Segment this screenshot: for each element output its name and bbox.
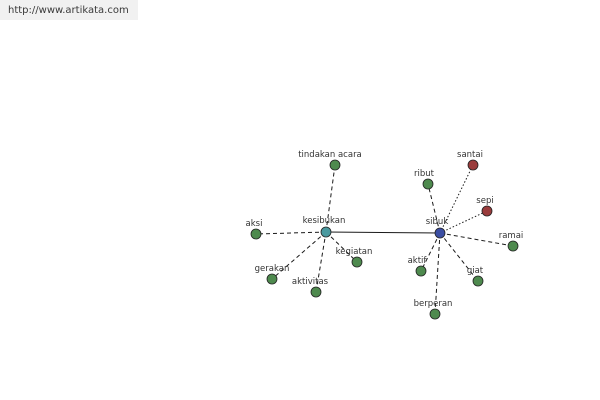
edge-sibuk-ribut — [427, 183, 441, 234]
node-ramai[interactable] — [507, 240, 519, 252]
node-santai[interactable] — [467, 159, 479, 171]
node-giat[interactable] — [472, 275, 484, 287]
edge-sibuk-giat — [439, 232, 479, 282]
edge-sibuk-ramai — [439, 232, 514, 247]
node-aksi[interactable] — [250, 228, 262, 240]
node-label-sepi: sepi — [476, 196, 493, 206]
node-label-giat: giat — [467, 266, 484, 276]
edge-kesibukan-aktivitas — [315, 231, 327, 293]
node-label-tindakan-acara: tindakan acara — [298, 150, 362, 160]
node-aktif[interactable] — [415, 265, 427, 277]
edge-kesibukan-sibuk — [325, 231, 441, 234]
node-label-santai: santai — [457, 150, 483, 160]
node-gerakan[interactable] — [266, 273, 278, 285]
node-ribut[interactable] — [422, 178, 434, 190]
node-label-kesibukan: kesibukan — [303, 216, 346, 226]
node-label-gerakan: gerakan — [255, 264, 290, 274]
node-aktivitas[interactable] — [310, 286, 322, 298]
node-label-ramai: ramai — [499, 231, 524, 241]
edge-kesibukan-kegiatan — [325, 231, 358, 263]
node-kesibukan[interactable] — [320, 226, 332, 238]
node-label-aktivitas: aktivitas — [292, 277, 329, 287]
edge-sibuk-sepi — [439, 210, 488, 234]
node-label-ribut: ribut — [414, 169, 435, 179]
edge-kesibukan-tindakan-acara — [325, 164, 336, 233]
node-tindakan-acara[interactable] — [329, 159, 341, 171]
nodes-layer — [250, 159, 519, 320]
node-sibuk[interactable] — [434, 227, 446, 239]
node-sepi[interactable] — [481, 205, 493, 217]
edge-sibuk-aktif — [420, 232, 441, 272]
node-label-aktif: aktif — [408, 256, 428, 266]
node-berperan[interactable] — [429, 308, 441, 320]
node-kegiatan[interactable] — [351, 256, 363, 268]
node-label-aksi: aksi — [246, 219, 263, 229]
edge-kesibukan-gerakan — [271, 231, 327, 280]
node-label-berperan: berperan — [414, 299, 453, 309]
node-label-sibuk: sibuk — [426, 217, 449, 227]
node-label-kegiatan: kegiatan — [336, 247, 373, 257]
edges-layer — [255, 164, 514, 315]
edge-kesibukan-aksi — [255, 231, 327, 235]
source-url[interactable]: http://www.artikata.com — [0, 0, 138, 20]
